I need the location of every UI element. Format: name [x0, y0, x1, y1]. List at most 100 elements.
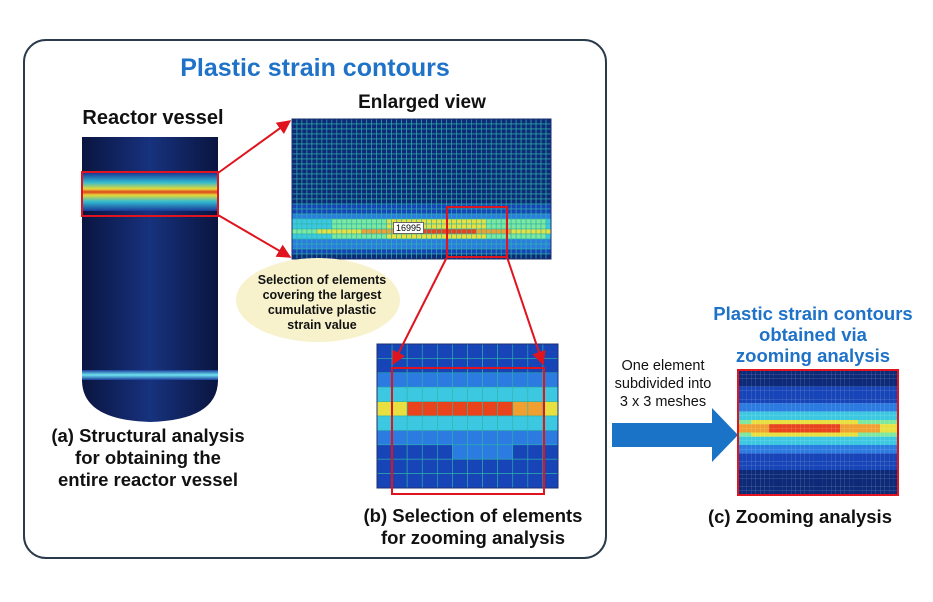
mesh-cell	[321, 243, 328, 250]
mesh-cell	[545, 148, 552, 155]
mesh-cell	[446, 193, 452, 200]
mesh-cell	[336, 183, 343, 190]
mesh-cell	[490, 123, 497, 130]
mesh-cell	[835, 378, 841, 383]
mesh-cell	[545, 233, 552, 240]
mesh-cell	[849, 470, 854, 475]
mesh-cell	[875, 382, 881, 387]
mesh-cell	[466, 193, 472, 200]
mesh-cell	[862, 470, 867, 475]
mesh-cell	[316, 163, 323, 170]
mesh-cell	[769, 440, 774, 445]
mesh-cell	[809, 482, 814, 487]
mesh-cell	[510, 148, 517, 155]
mesh-cell	[818, 382, 823, 387]
mesh-cell	[456, 188, 462, 195]
mesh-cell	[482, 458, 498, 474]
mesh-cell	[386, 243, 392, 250]
mesh-cell	[527, 386, 544, 402]
mesh-cell	[482, 372, 498, 388]
mesh-cell	[391, 123, 397, 130]
mesh-cell	[346, 138, 353, 145]
mesh-cell	[866, 432, 872, 437]
reactor-vessel-model	[81, 137, 219, 422]
mesh-cell	[530, 143, 537, 150]
mesh-cell	[778, 411, 783, 416]
mesh-cell	[401, 163, 407, 170]
mesh-cell	[316, 228, 323, 235]
mesh-cell	[875, 486, 881, 491]
mesh-cell	[755, 374, 761, 379]
mesh-cell	[411, 173, 417, 180]
mesh-cell	[764, 486, 770, 491]
mesh-cell	[391, 128, 397, 135]
mesh-cell	[371, 223, 377, 230]
mesh-cell	[296, 218, 303, 225]
mesh-cell	[769, 395, 774, 400]
mesh-cell	[497, 415, 514, 431]
mesh-cell	[853, 490, 858, 495]
mesh-cell	[336, 123, 343, 130]
mesh-cell	[386, 148, 392, 155]
mesh-cell	[889, 420, 894, 425]
mesh-cell	[356, 188, 363, 195]
mesh-cell	[421, 444, 438, 460]
mesh-cell	[471, 123, 477, 130]
mesh-cell	[431, 238, 437, 245]
mesh-cell	[813, 386, 818, 391]
mesh-cell	[490, 168, 497, 175]
mesh-cell	[321, 223, 328, 230]
mesh-cell	[530, 118, 537, 125]
mesh-cell	[540, 133, 547, 140]
mesh-cell	[366, 158, 372, 165]
mesh-cell	[791, 399, 796, 404]
mesh-cell	[381, 228, 387, 235]
mesh-cell	[769, 474, 774, 479]
mesh-cell	[809, 486, 814, 491]
mesh-cell	[306, 138, 313, 145]
mesh-cell	[467, 458, 483, 474]
mesh-cell	[326, 128, 333, 135]
mesh-cell	[540, 178, 547, 185]
mesh-cell	[421, 233, 427, 240]
mesh-cell	[840, 407, 845, 412]
mesh-cell	[371, 183, 377, 190]
mesh-cell	[456, 148, 462, 155]
mesh-cell	[540, 168, 547, 175]
mesh-cell	[889, 457, 894, 462]
mesh-cell	[426, 123, 432, 130]
mesh-cell	[356, 213, 363, 220]
mesh-cell	[545, 198, 552, 205]
mesh-cell	[316, 248, 323, 255]
mesh-cell	[291, 153, 298, 160]
mesh-cell	[738, 374, 743, 379]
mesh-cell	[853, 403, 858, 408]
mesh-cell	[760, 436, 765, 441]
mesh-cell	[326, 138, 333, 145]
mesh-cell	[376, 386, 393, 402]
mesh-cell	[809, 470, 814, 475]
mesh-cell	[371, 168, 377, 175]
mesh-cell	[520, 143, 527, 150]
mesh-cell	[356, 228, 363, 235]
mesh-cell	[371, 133, 377, 140]
mesh-cell	[471, 218, 477, 225]
mesh-cell	[755, 461, 761, 466]
mesh-cell	[510, 208, 517, 215]
mesh-cell	[738, 411, 743, 416]
mesh-cell	[426, 163, 432, 170]
mesh-cell	[795, 461, 801, 466]
mesh-cell	[866, 415, 872, 420]
mesh-cell	[520, 218, 527, 225]
mesh-cell	[351, 148, 358, 155]
mesh-cell	[844, 399, 850, 404]
mesh-cell	[500, 123, 507, 130]
mesh-cell	[500, 213, 507, 220]
mesh-cell	[381, 163, 387, 170]
mesh-cell	[760, 470, 765, 475]
mesh-cell	[804, 440, 810, 445]
mesh-cell	[862, 428, 867, 433]
mesh-cell	[858, 411, 863, 416]
mesh-cell	[510, 168, 517, 175]
mesh-cell	[471, 143, 477, 150]
